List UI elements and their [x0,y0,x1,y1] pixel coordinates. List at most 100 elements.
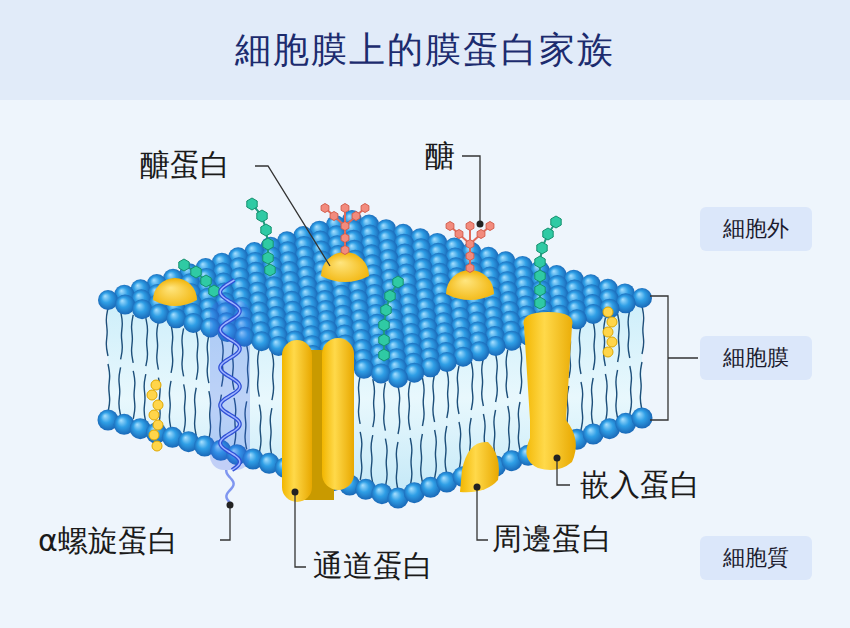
leader-dot [474,484,481,491]
helix-coil [220,280,240,470]
lipid-tail [604,318,606,366]
sugar-unit [455,230,463,239]
lipid-head [115,295,135,315]
lipid-tail [108,364,110,412]
lipid-tail [618,314,620,362]
sugar-unit [263,238,273,250]
sugar-unit [330,212,338,221]
sugar-unit [191,266,201,278]
lipid-tail [171,325,173,373]
sugar-unit [263,252,273,264]
sugar-unit [535,284,545,296]
protein-dome [153,278,197,306]
leader-dots [227,221,561,509]
lipid-tail [520,346,522,394]
lipid-tail [360,432,362,480]
sugar-unit [341,246,349,255]
lipid-head [149,304,169,324]
lipid-head [354,359,374,379]
lipid-tail [592,378,594,426]
sugar-unit [486,222,494,231]
helix-tail [226,470,233,503]
lipid-tail [616,370,618,418]
sugar-unit [352,212,360,221]
lipid-head [632,408,653,429]
sugar-unit [179,259,189,271]
leader-line [557,458,570,485]
lipid-tail [409,382,411,430]
lipid-head [371,363,391,383]
part-label: 醣蛋白 [140,146,230,184]
lipid-bead [603,347,613,357]
lipid-tail [422,378,424,426]
lipid-bead [603,327,613,337]
helix-coil [220,280,240,470]
sugar-unit [393,276,403,288]
sugar-unit [341,234,349,243]
lipid-tail [447,370,449,418]
lipid-tail [435,430,437,478]
lipid-tail [270,408,272,456]
glycoprotein-dome [446,270,494,300]
part-label: 醣 [425,137,455,175]
sugar-unit [551,216,561,228]
lipid-tail [121,311,123,359]
channel-protein-shape [322,338,354,490]
lipid-tail [459,422,461,470]
lipid-tail [628,310,630,358]
lipid-bead [153,400,163,410]
lipid-tail [640,362,642,410]
lipid-tail [385,439,387,487]
lipid-tail [593,322,595,370]
lipid-tail [195,388,197,436]
lipid-tail [169,381,171,429]
sugar-unit [379,349,389,361]
sugar-unit [535,270,545,282]
lipid-tail [482,358,484,406]
lipid-bead [153,420,163,430]
part-label: 周邊蛋白 [492,520,612,558]
leader-line [255,166,330,266]
region-box: 細胞質 [700,536,812,580]
lipid-tail [207,335,209,383]
leader-dot [477,221,484,228]
lipid-tail [396,442,398,490]
diagram-title: 細胞膜上的膜蛋白家族 [235,26,615,75]
lipid-tail [398,386,400,434]
sugar-unit [321,204,329,213]
part-label: 通道蛋白 [313,547,433,585]
lipid-bead [147,390,157,400]
lipid-tail [259,405,261,453]
lipid-tail [496,354,498,402]
lipid-tail [182,328,184,376]
lipid-tail [384,383,386,431]
lipid-tail [508,406,510,454]
helix-glow [210,300,250,470]
lipid-bead [603,307,613,317]
sugar-unit [265,264,275,276]
lipid-tail [132,315,134,363]
lipid-tail [630,366,632,414]
sugar-unit [385,290,395,302]
lipid-tail [457,366,459,414]
lipid-tail [518,402,520,450]
lipid-head [166,308,186,328]
alpha-helix [210,280,250,503]
part-label: α螺旋蛋白 [38,522,178,560]
lipid-tail [581,382,583,430]
sugar-unit [381,304,391,316]
sugar-unit [543,228,553,240]
sugar-unit [201,275,211,287]
lipid-bead [607,337,617,347]
lipid-tail [272,352,274,400]
sugar-unit [466,222,474,231]
lipid-tail [106,308,108,356]
sugar-unit [477,230,485,239]
sugar-unit [209,285,219,297]
sugar-unit [466,264,474,273]
lipid-tail [258,349,260,397]
lipid-head [252,331,272,351]
sugar-unit [341,204,349,213]
region-label: 細胞外 [723,214,789,244]
